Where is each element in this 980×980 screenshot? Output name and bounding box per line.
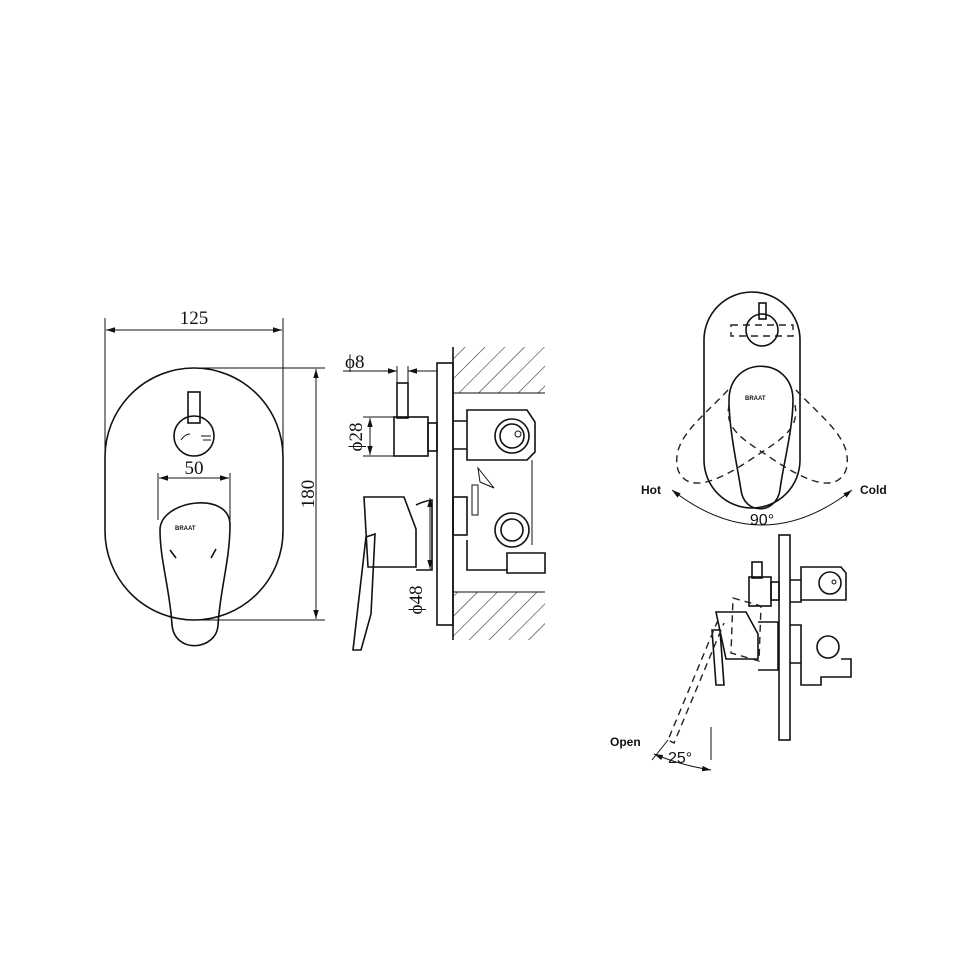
handle-diameter: ϕ48 bbox=[406, 585, 427, 614]
lever-side bbox=[352, 532, 376, 651]
diverter-body bbox=[393, 416, 429, 457]
diverter-knob bbox=[173, 415, 215, 457]
svg-text:BRAAT: BRAAT bbox=[745, 396, 766, 402]
diverter-stem bbox=[187, 391, 201, 424]
side-view: ϕ8 ϕ28 ϕ48 bbox=[343, 347, 546, 651]
cover-plate-top bbox=[703, 291, 801, 509]
lever-handle-top bbox=[728, 365, 794, 510]
lever-handle bbox=[159, 502, 231, 647]
rotation-view: BRAAT Hot Cold 90° bbox=[641, 291, 887, 529]
cold-position-outline bbox=[727, 389, 848, 484]
height-dimension: 180 bbox=[298, 480, 319, 509]
handle-body-side bbox=[363, 496, 417, 568]
cover-plate bbox=[104, 367, 284, 621]
diverter-diameter: ϕ28 bbox=[346, 422, 367, 451]
handle-width-dimension: 50 bbox=[185, 458, 204, 479]
front-view: 125 180 50 BRAAT bbox=[104, 308, 325, 647]
rotation-arc bbox=[671, 489, 853, 526]
open-label: Open bbox=[610, 735, 641, 749]
brand-logo: BRAAT bbox=[175, 526, 196, 532]
open-angle: 25° bbox=[668, 750, 692, 767]
valve-body bbox=[453, 409, 536, 461]
open-view: Open 25° bbox=[610, 534, 852, 772]
width-dimension: 125 bbox=[180, 308, 209, 329]
rotation-angle: 90° bbox=[750, 512, 774, 529]
wall-plate bbox=[436, 362, 454, 626]
stem-diameter: ϕ8 bbox=[345, 352, 365, 373]
cold-label: Cold bbox=[860, 483, 887, 497]
wall-hatch-bottom bbox=[453, 592, 545, 640]
shower-icon bbox=[180, 433, 211, 441]
diverter-knob-top bbox=[745, 313, 779, 347]
hot-position-outline bbox=[676, 389, 797, 484]
hot-label: Hot bbox=[641, 483, 661, 497]
open-angle-arc bbox=[653, 753, 712, 772]
wall-hatch-top bbox=[453, 347, 545, 393]
